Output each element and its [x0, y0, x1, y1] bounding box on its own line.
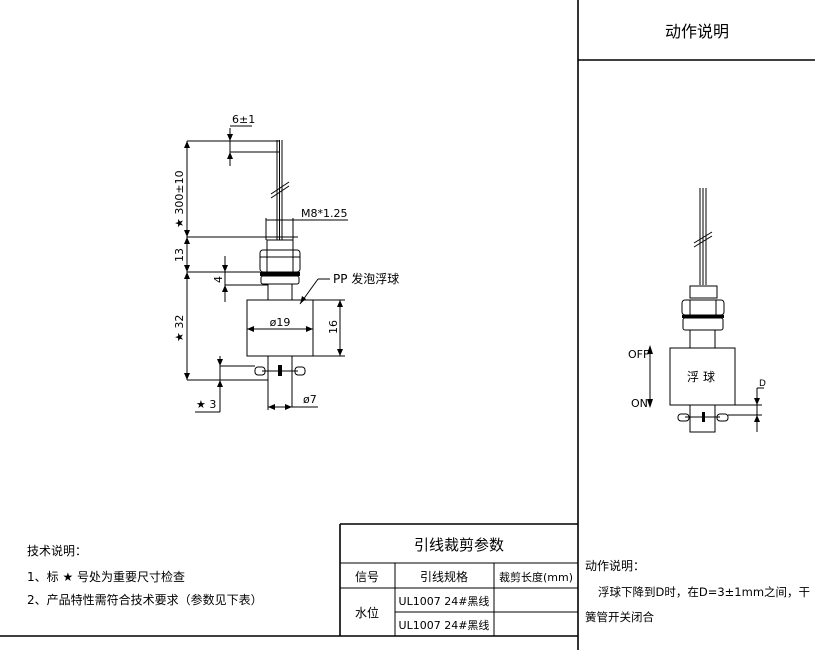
dim-lead-bend: 6±1	[232, 113, 255, 126]
dim-stem-diameter: ø7	[303, 393, 317, 406]
dim-cable-length: ★ 300±10	[173, 170, 186, 228]
table-header: 裁剪长度(mm)	[499, 570, 573, 584]
on-label: ON	[631, 397, 648, 410]
table-cell-spec: UL1007 24#黑线	[399, 594, 490, 608]
dim-stop: ★ 3	[196, 398, 216, 411]
lead-cut-table: 引线裁剪参数 信号 引线规格 裁剪长度(mm) 水位 UL1007 24#黑线 …	[339, 523, 578, 636]
float-body	[246, 299, 314, 357]
table-header: 信号	[355, 570, 379, 584]
table-cell-spec: UL1007 24#黑线	[399, 618, 490, 632]
table-cell-signal: 水位	[355, 605, 379, 620]
float-body	[669, 347, 736, 406]
float-action-drawing: 浮球 OFF ON D	[628, 188, 766, 433]
float-material-label: PP 发泡浮球	[333, 271, 399, 286]
threaded-fitting	[259, 239, 301, 301]
action-panel-title: 动作说明	[665, 22, 729, 41]
table-title: 引线裁剪参数	[414, 536, 504, 554]
dim-float-position: ★ 32	[173, 315, 186, 342]
action-notes-line: 簧管开关闭合	[585, 610, 654, 624]
action-notes-line: 浮球下降到D时，在D=3±1mm之间，干	[598, 585, 810, 599]
d-label: D	[759, 379, 766, 389]
action-notes: 动作说明： 浮球下降到D时，在D=3±1mm之间，干 簧管开关闭合	[585, 558, 810, 624]
retaining-clip	[254, 365, 306, 376]
tech-notes: 技术说明： 1、标 ★ 号处为重要尺寸检查 2、产品特性需符合技术要求（参数见下…	[27, 543, 263, 607]
dim-thread: M8*1.25	[301, 207, 347, 220]
float-label: 浮球	[687, 370, 719, 384]
dim-nut: 4	[212, 276, 225, 283]
dim-fitting: 13	[173, 248, 186, 262]
tech-notes-title: 技术说明：	[27, 543, 87, 558]
cable	[270, 140, 290, 240]
dim-float-height: 16	[327, 320, 340, 334]
off-label: OFF	[628, 348, 649, 361]
float-switch-dimension-drawing: 6±1 ★ 300±10 M8*1.25 13 4	[173, 113, 399, 413]
table-header: 引线规格	[420, 569, 468, 584]
tech-note-item: 2、产品特性需符合技术要求（参数见下表）	[27, 592, 263, 607]
tech-note-item: 1、标 ★ 号处为重要尺寸检查	[27, 569, 185, 584]
action-notes-title: 动作说明：	[585, 558, 645, 573]
dim-float-diameter: ø19	[270, 316, 291, 329]
